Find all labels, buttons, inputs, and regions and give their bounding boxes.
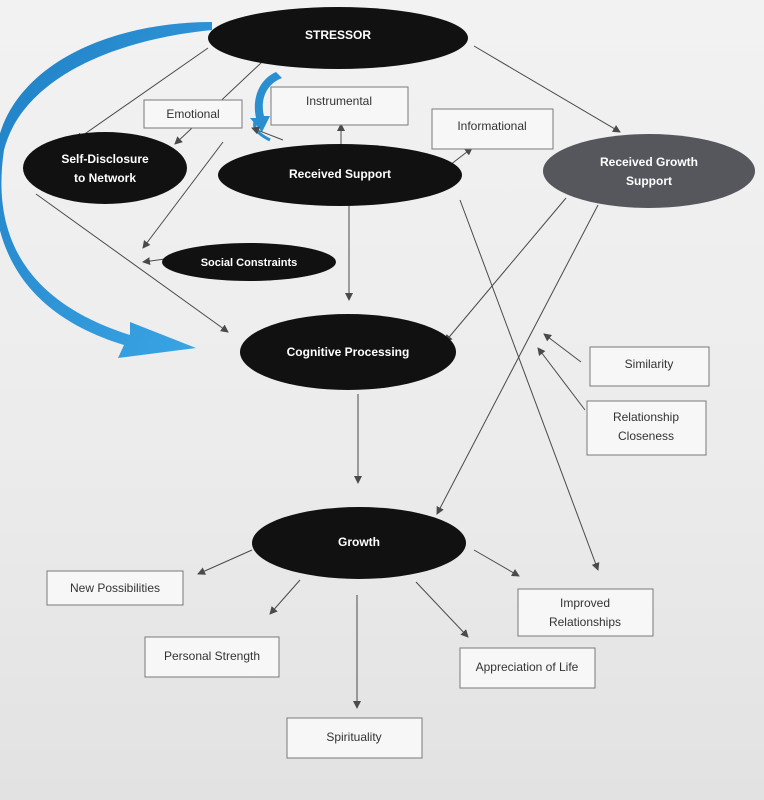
- node-self-disclosure: Self-Disclosure to Network: [23, 132, 187, 204]
- improved-relationships-label-line2: Relationships: [549, 615, 621, 629]
- box-spirituality: Spirituality: [286, 717, 423, 759]
- arrow-growth-personalstrength: [269, 579, 301, 615]
- arrow-support-informational: [449, 147, 473, 166]
- box-personal-strength: Personal Strength: [144, 636, 280, 678]
- spirituality-label: Spirituality: [326, 730, 381, 744]
- arrow-stressor-growthsupport: [473, 45, 621, 133]
- arrow-growth-appreciation: [415, 581, 469, 638]
- arrow-closeness-moderator: [537, 347, 586, 411]
- closeness-label-line2: Closeness: [618, 429, 674, 443]
- box-relationship-closeness: Relationship Closeness: [586, 400, 707, 456]
- node-stressor: STRESSOR: [208, 7, 468, 69]
- node-received-growth-support: Received Growth Support: [543, 134, 755, 208]
- self-disclosure-label-line2: to Network: [74, 171, 136, 185]
- arrow-emotional-constraints: [142, 141, 224, 249]
- appreciation-label: Appreciation of Life: [476, 660, 579, 674]
- arrow-support-emotional: [251, 126, 284, 141]
- box-improved-relationships: Improved Relationships: [517, 588, 654, 637]
- self-disclosure-label-line1: Self-Disclosure: [61, 152, 149, 166]
- arrow-growth-improvedrelationships: [473, 549, 520, 577]
- box-instrumental: Instrumental: [270, 86, 409, 126]
- node-received-support: Received Support: [218, 144, 462, 206]
- growth-support-label-line1: Received Growth: [600, 155, 698, 169]
- node-growth: Growth: [252, 507, 466, 579]
- instrumental-label: Instrumental: [306, 94, 372, 108]
- improved-relationships-label-line1: Improved: [560, 596, 610, 610]
- stressor-label: STRESSOR: [305, 28, 371, 42]
- received-support-label: Received Support: [289, 167, 391, 181]
- arrow-growth-newpossibilities: [197, 549, 253, 575]
- arrow-growthsupport-growth: [436, 204, 599, 515]
- emotional-label: Emotional: [166, 107, 219, 121]
- similarity-label: Similarity: [625, 357, 674, 371]
- arrow-selfdisclosure-cognitive: [35, 193, 229, 333]
- arrow-growthsupport-cognitive: [444, 197, 567, 343]
- box-appreciation-of-life: Appreciation of Life: [459, 647, 596, 689]
- cognitive-processing-label: Cognitive Processing: [287, 345, 410, 359]
- box-informational: Informational: [431, 108, 554, 150]
- growth-label: Growth: [338, 535, 380, 549]
- box-new-possibilities: New Possibilities: [46, 570, 184, 606]
- box-similarity: Similarity: [589, 346, 710, 387]
- informational-label: Informational: [457, 119, 526, 133]
- closeness-label-line1: Relationship: [613, 410, 679, 424]
- social-constraints-label: Social Constraints: [201, 257, 298, 269]
- arrow-support-improvedrelationships: [459, 199, 600, 571]
- new-possibilities-label: New Possibilities: [70, 581, 160, 595]
- arrow-similarity-moderator: [543, 333, 582, 363]
- arrow-stressor-selfdisclosure: [75, 47, 209, 141]
- personal-strength-label: Personal Strength: [164, 649, 260, 663]
- arrow-constraints-left: [142, 257, 166, 266]
- arrows: [35, 45, 621, 709]
- box-emotional: Emotional: [143, 99, 243, 129]
- node-social-constraints: Social Constraints: [162, 243, 336, 281]
- node-cognitive-processing: Cognitive Processing: [240, 314, 456, 390]
- growth-support-label-line2: Support: [626, 174, 672, 188]
